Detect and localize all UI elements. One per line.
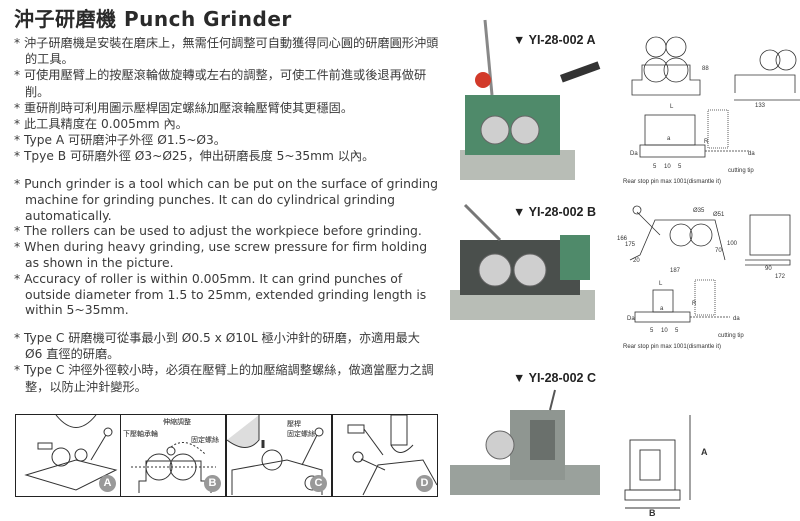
- dim-187: 187: [670, 268, 681, 274]
- dim-r: R: [704, 139, 709, 145]
- dim-88: 88: [702, 66, 709, 72]
- feature-item: 此工具精度在 0.005mm 內。: [14, 116, 439, 132]
- dim-l: L: [670, 104, 674, 110]
- dim-133: 133: [755, 103, 766, 109]
- english-feature-list: Punch grinder is a tool which can be put…: [14, 176, 444, 318]
- dim-r: R: [692, 301, 697, 307]
- dim-70: 70: [715, 248, 722, 254]
- chinese-feature-list: 沖子研磨機是安裝在磨床上，無需任何調整可自動獲得同心圓的研磨圓形沖頭的工具。 可…: [14, 35, 439, 165]
- label-fixing-screw: 固定螺絲: [287, 430, 315, 438]
- feature-item: 重研削時可利用圖示壓桿固定螺絲加壓滾輪壓臂使其更穩固。: [14, 100, 439, 116]
- rear-stop-note: Rear stop pin max 1001(dismantle it): [623, 179, 721, 185]
- product-photo-a: [460, 19, 601, 180]
- feature-item: Type A 可研磨沖子外徑 Ø1.5~Ø3。: [14, 132, 439, 148]
- illustration-b: 伸縮調整 下壓軸承輪 固定螺絲 B: [120, 414, 226, 497]
- feature-item: The rollers can be used to adjust the wo…: [14, 223, 444, 239]
- dim-l: L: [659, 281, 663, 287]
- label-extension-adjust: 伸縮調整: [163, 418, 191, 426]
- badge-a: A: [99, 475, 116, 492]
- label-press-lever: 壓桿: [287, 420, 301, 428]
- dim-10: 10: [661, 328, 668, 334]
- dim-90: 90: [765, 266, 772, 272]
- dim-166: 166: [617, 236, 628, 242]
- dim-d35: Ø35: [693, 208, 705, 214]
- badge-b: B: [204, 475, 221, 492]
- dim-da-upper: Da: [627, 316, 635, 322]
- dim-da-upper: Da: [630, 151, 638, 157]
- feature-item: When during heavy grinding, use screw pr…: [14, 239, 444, 271]
- product-photo-c: [450, 389, 600, 495]
- feature-item: 沖子研磨機是安裝在磨床上，無需任何調整可自動獲得同心圓的研磨圓形沖頭的工具。: [14, 35, 439, 67]
- dim-b: B: [649, 508, 656, 517]
- cutting-tip-label: cutting tip: [718, 333, 744, 339]
- feature-item: 可使用壓臂上的按壓滾輪做旋轉或左右的調整，可使工件前進或後退再做研削。: [14, 67, 439, 99]
- model-label-c: ▼ YI-28-002 C: [513, 371, 597, 385]
- page-title: 沖子研磨機 Punch Grinder: [14, 7, 292, 31]
- illustration-a-drawing: [24, 415, 118, 491]
- dim-a: a: [667, 136, 671, 142]
- label-lower-bearing: 下壓軸承輪: [123, 430, 158, 438]
- illustration-d-drawing: [347, 415, 437, 496]
- badge-c: C: [310, 475, 327, 492]
- dim-5: 5: [653, 164, 657, 170]
- model-label-b: ▼ YI-28-002 B: [513, 205, 597, 219]
- dim-5: 5: [650, 328, 654, 334]
- type-c-feature-list: Type C 研磨機可從事最小到 Ø0.5 x Ø10L 極小沖針的研磨，亦適用…: [14, 330, 439, 395]
- illustration-d: D: [332, 414, 438, 497]
- dim-da-lower: da: [733, 316, 740, 322]
- diagram-b: Ø35 Ø51 166 175 100 70 20 187 90 172 L a…: [617, 205, 791, 350]
- dim-100: 100: [727, 241, 738, 247]
- feature-item: Punch grinder is a tool which can be put…: [14, 176, 444, 223]
- diagram-a: L a R Da da 5 10 5 133 88 cutting tip Re…: [623, 36, 800, 185]
- feature-item: Accuracy of roller is within 0.005mm. It…: [14, 271, 444, 318]
- dim-5b: 5: [675, 328, 679, 334]
- feature-item: Type C 沖徑外徑較小時，必須在壓臂上的加壓縮調整螺絲，做適當壓力之調整，以…: [14, 362, 439, 394]
- illustration-c: 壓桿 固定螺絲 C: [226, 414, 332, 497]
- dim-172: 172: [775, 274, 786, 280]
- dim-a: A: [701, 447, 708, 457]
- diagram-c: A B: [624, 415, 708, 517]
- badge-d: D: [416, 475, 433, 492]
- dim-a: a: [660, 306, 664, 312]
- model-label-a: ▼ YI-28-002 A: [513, 33, 596, 47]
- label-fixing-screw: 固定螺絲: [191, 436, 219, 444]
- dim-175: 175: [625, 242, 636, 248]
- illustration-c-drawing: [227, 415, 324, 495]
- rear-stop-note: Rear stop pin max 1001(dismantle it): [623, 344, 721, 350]
- feature-item: Tpye B 可研磨外徑 Ø3~Ø25，伸出研磨長度 5~35mm 以內。: [14, 148, 439, 164]
- cutting-tip-label: cutting tip: [728, 168, 754, 174]
- dim-da-lower: da: [748, 151, 755, 157]
- dim-10: 10: [664, 164, 671, 170]
- dim-20: 20: [633, 258, 640, 264]
- product-photo-b: [450, 203, 595, 320]
- dim-5b: 5: [678, 164, 682, 170]
- feature-item: Type C 研磨機可從事最小到 Ø0.5 x Ø10L 極小沖針的研磨，亦適用…: [14, 330, 439, 362]
- dim-d51: Ø51: [713, 212, 725, 218]
- illustration-a: A: [15, 414, 121, 497]
